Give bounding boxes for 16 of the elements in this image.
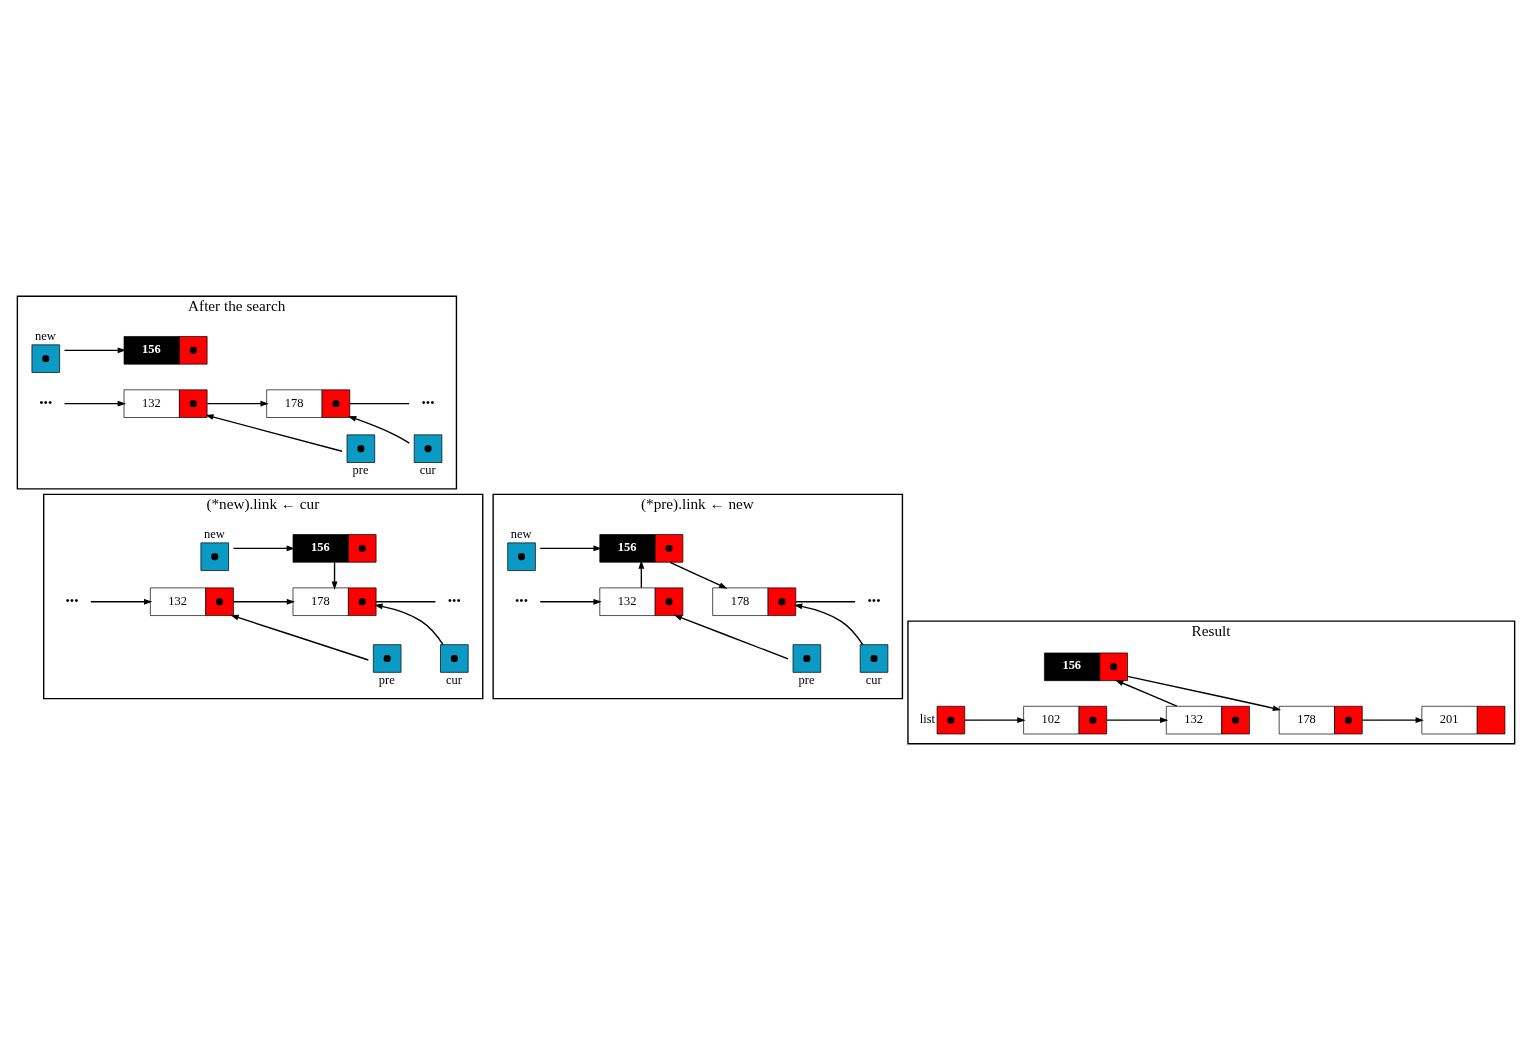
node-label: new bbox=[510, 526, 532, 541]
node-label: new bbox=[204, 526, 225, 541]
node-label: new bbox=[35, 328, 56, 343]
node-label: cur bbox=[865, 672, 882, 687]
node-text: ••• bbox=[421, 395, 435, 410]
node-label: cur bbox=[419, 462, 436, 477]
node-text: ••• bbox=[65, 593, 79, 608]
node-label: pre bbox=[798, 672, 815, 687]
node-text: ••• bbox=[514, 593, 529, 608]
node-text: ••• bbox=[447, 593, 461, 608]
node-text: ••• bbox=[39, 395, 53, 410]
node-label: cur bbox=[446, 672, 462, 687]
node-label: pre bbox=[378, 672, 395, 687]
node-text: ••• bbox=[867, 593, 881, 608]
node-label: list bbox=[919, 711, 935, 726]
node-label: pre bbox=[352, 462, 369, 477]
